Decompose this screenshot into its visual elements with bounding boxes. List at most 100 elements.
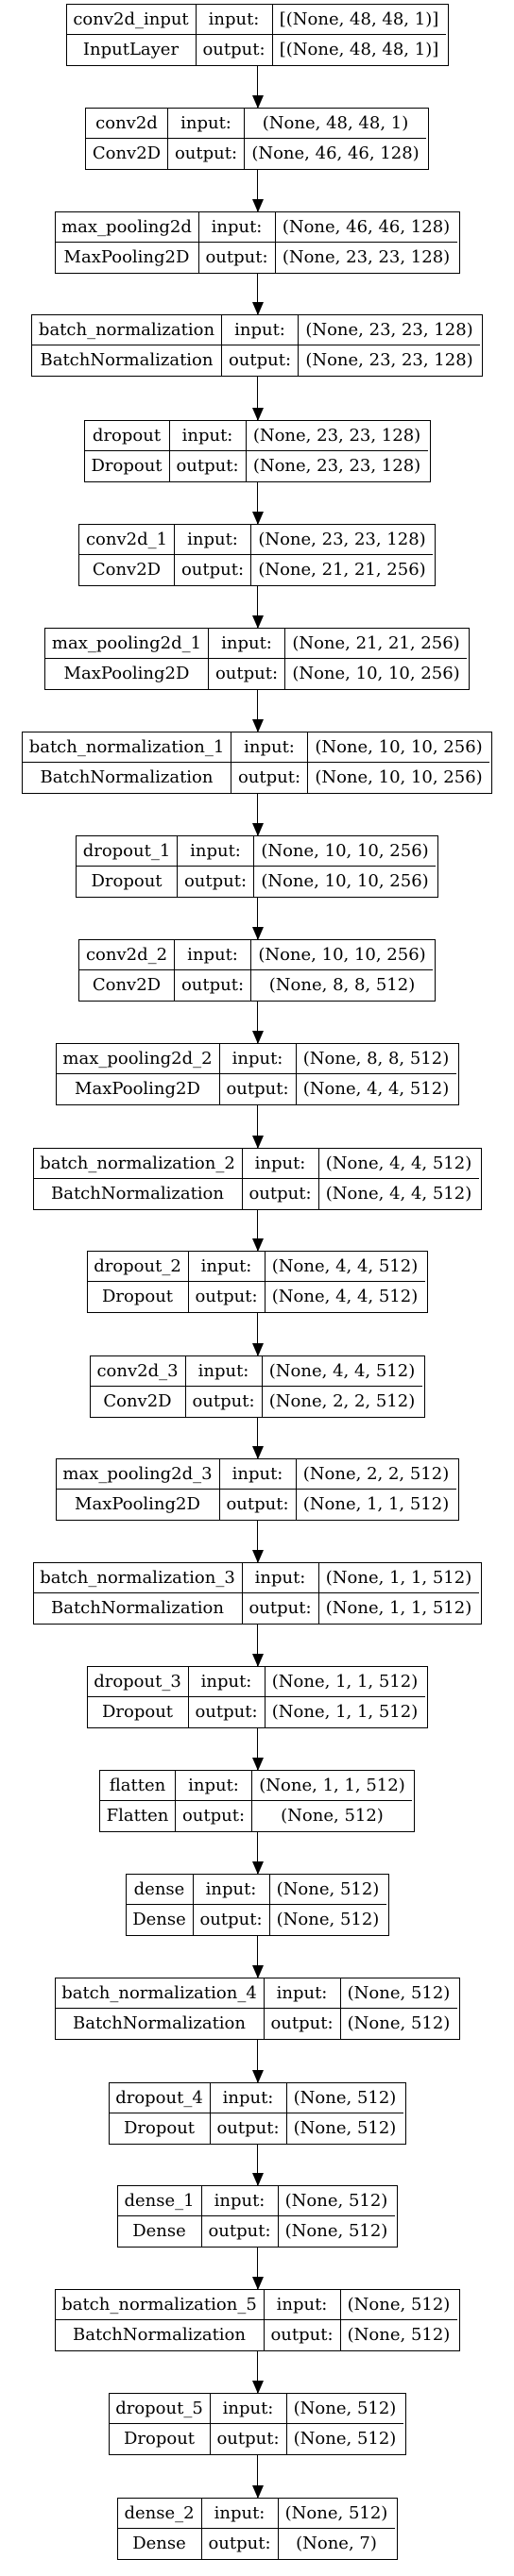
output-shape: (None, 4, 4, 512) <box>325 1184 472 1204</box>
arrowhead-icon <box>252 1446 264 1459</box>
output-shape: (None, 512) <box>293 2429 397 2449</box>
output-shape: (None, 512) <box>347 2325 451 2345</box>
layer-type: InputLayer <box>67 35 197 65</box>
output-label: output: <box>220 1074 297 1104</box>
connector-arrow <box>252 1002 264 1044</box>
layer-type: Dropout <box>88 1697 189 1727</box>
input-shape: (None, 21, 21, 256) <box>285 629 467 659</box>
input-label: input: <box>185 1356 263 1387</box>
layer-name: dense <box>126 1875 194 1905</box>
layer-name: dropout_4 <box>109 2083 211 2113</box>
input-label: input: <box>188 1252 266 1282</box>
input-shape: (None, 46, 46, 128) <box>275 212 457 243</box>
connector-arrow <box>252 2455 264 2499</box>
connector-arrow <box>252 2248 264 2290</box>
input-label: input: <box>242 1563 319 1593</box>
layer-name: batch_normalization_2 <box>33 1149 243 1179</box>
output-label: output: <box>189 1697 266 1727</box>
layer-name: conv2d_1 <box>79 525 175 555</box>
input-label: input: <box>210 2083 287 2113</box>
input-label: input: <box>169 421 247 451</box>
output-label: output: <box>175 555 251 585</box>
output-label: output: <box>220 1490 297 1520</box>
connector-arrow <box>252 898 264 940</box>
output-shape: (None, 1, 1, 512) <box>325 1598 472 1618</box>
output-shape: [(None, 48, 48, 1)] <box>279 40 439 59</box>
input-label: input: <box>264 1978 341 2009</box>
input-shape: (None, 23, 23, 128) <box>251 525 433 555</box>
input-label: input: <box>168 109 245 139</box>
layer-name: conv2d_3 <box>90 1356 186 1387</box>
layer-name: dropout_3 <box>87 1667 189 1697</box>
arrowhead-icon <box>252 1758 264 1771</box>
connector-arrow <box>252 1521 264 1563</box>
layer-type: Dropout <box>110 2113 211 2144</box>
layer-name: max_pooling2d_1 <box>45 629 209 659</box>
output-label: output: <box>178 867 254 897</box>
connector-arrow <box>252 482 264 525</box>
output-label: output: <box>211 2424 287 2454</box>
output-shape: (None, 1, 1, 512) <box>271 1702 419 1722</box>
input-label: input: <box>219 1459 297 1490</box>
connector-arrow <box>252 274 264 315</box>
layer-name: dropout_1 <box>77 836 178 867</box>
input-shape: (None, 512) <box>278 2186 395 2216</box>
arrowhead-icon <box>252 2277 264 2290</box>
arrowhead-icon <box>252 512 264 525</box>
input-label: input: <box>188 1667 266 1697</box>
input-shape: (None, 512) <box>340 1978 457 2009</box>
output-label: output: <box>222 345 299 376</box>
layer-name: conv2d_input <box>66 5 197 35</box>
connector-arrow <box>252 1625 264 1667</box>
arrowhead-icon <box>252 719 264 732</box>
output-shape: (None, 10, 10, 256) <box>261 871 429 891</box>
layer-name: max_pooling2d_3 <box>56 1459 220 1490</box>
layer-name: dense_2 <box>117 2499 202 2529</box>
layer-name: dropout <box>84 421 170 451</box>
input-shape: (None, 8, 8, 512) <box>296 1044 456 1074</box>
arrowhead-icon <box>252 1861 264 1875</box>
input-shape: (None, 10, 10, 256) <box>308 732 489 763</box>
arrowhead-icon <box>252 2381 264 2394</box>
layer-type: Conv2D <box>79 555 175 585</box>
output-shape: (None, 46, 46, 128) <box>251 143 420 163</box>
output-label: output: <box>202 2216 279 2247</box>
layer-name: flatten <box>100 1771 176 1801</box>
input-label: input: <box>175 525 251 555</box>
layer-type: BatchNormalization <box>34 1593 243 1624</box>
arrowhead-icon <box>252 1031 264 1044</box>
output-shape: (None, 1, 1, 512) <box>302 1494 450 1514</box>
input-shape: (None, 512) <box>340 2290 457 2320</box>
layer-type: MaxPooling2D <box>45 659 209 689</box>
input-label: input: <box>193 1875 270 1905</box>
input-label: input: <box>222 315 299 345</box>
output-label: output: <box>209 659 285 689</box>
arrowhead-icon <box>252 95 264 109</box>
connector-arrow <box>252 170 264 212</box>
layer-name: max_pooling2d <box>55 212 199 243</box>
layer-name: batch_normalization_1 <box>23 732 231 763</box>
output-label: output: <box>265 2320 341 2350</box>
output-shape: (None, 2, 2, 512) <box>268 1391 416 1411</box>
input-label: input: <box>176 1771 252 1801</box>
input-shape: (None, 23, 23, 128) <box>246 421 428 451</box>
output-label: output: <box>194 1905 270 1935</box>
layer-type: Flatten <box>100 1801 176 1831</box>
layer-type: Dense <box>127 1905 194 1935</box>
input-label: input: <box>209 629 285 659</box>
input-label: input: <box>196 5 273 35</box>
output-shape: (None, 8, 8, 512) <box>268 975 416 995</box>
